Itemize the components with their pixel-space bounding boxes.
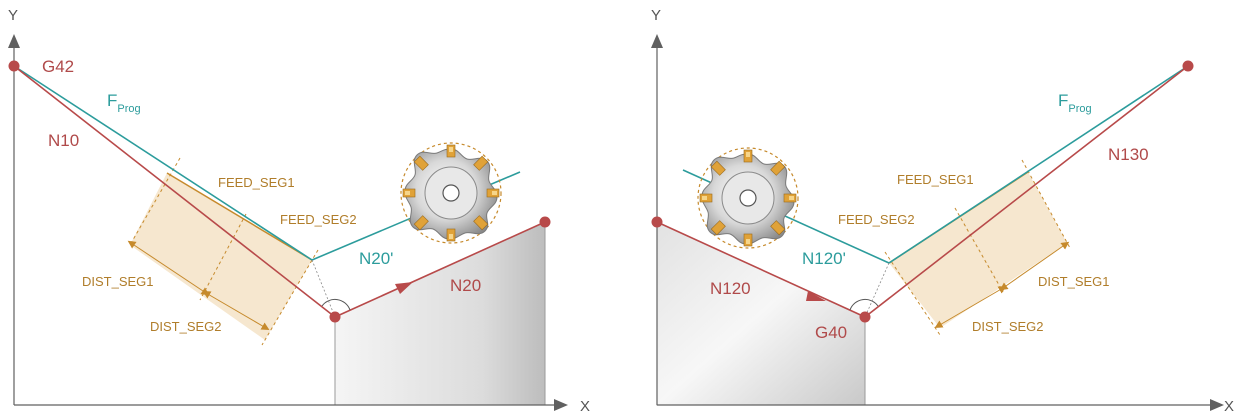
left-dist-seg1-arrow — [127, 240, 210, 296]
left-start-point — [8, 60, 20, 72]
left-x-axis-label: X — [580, 398, 590, 415]
right-feed-seg-region — [889, 172, 1067, 328]
right-start-point — [651, 216, 663, 228]
left-block-in-label: N10 — [48, 131, 79, 150]
left-cutter-icon — [400, 142, 502, 244]
right-x-axis-label: X — [1224, 398, 1234, 415]
left-dist-seg2-arrow — [202, 290, 270, 331]
left-feed-seg1-label: FEED_SEG1 — [218, 175, 295, 190]
left-dist-seg2-label: DIST_SEG2 — [150, 319, 222, 334]
right-panel: Y X G40 N120 N130 N120' FProg FEED_ — [651, 7, 1234, 415]
right-end-point — [1182, 60, 1194, 72]
right-feed-seg1-label: FEED_SEG1 — [897, 172, 974, 187]
left-feed-seg2-label: FEED_SEG2 — [280, 212, 357, 227]
right-feed-seg2-label: FEED_SEG2 — [838, 212, 915, 227]
right-dist-seg1-label: DIST_SEG1 — [1038, 274, 1110, 289]
left-x-arrow-icon — [554, 399, 568, 411]
right-compensation-label: G40 — [815, 323, 847, 342]
right-y-arrow-icon — [651, 34, 663, 48]
left-feed-label: FProg — [107, 91, 141, 115]
left-corner-point — [329, 311, 341, 323]
left-compensation-label: G42 — [42, 57, 74, 76]
right-cutter-icon — [697, 147, 799, 249]
right-dist-seg2-label: DIST_SEG2 — [972, 319, 1044, 334]
right-y-axis-label: Y — [651, 7, 661, 24]
left-y-arrow-icon — [8, 34, 20, 48]
right-dist-seg1-arrow — [999, 241, 1070, 291]
left-panel: Y X G42 N10 N20 N20' FProg FEED_SEG — [8, 7, 590, 415]
right-x-arrow-icon — [1210, 399, 1224, 411]
left-direction-arrow-icon — [395, 282, 413, 294]
left-end-point — [539, 216, 551, 228]
left-offset-block-label: N20' — [359, 249, 393, 268]
right-direction-arrow-icon — [806, 291, 826, 301]
left-dist-seg1-label: DIST_SEG1 — [82, 274, 154, 289]
right-feed-label: FProg — [1058, 91, 1092, 115]
right-block-in-label: N120 — [710, 279, 751, 298]
left-block-out-label: N20 — [450, 276, 481, 295]
right-block-out-label: N130 — [1108, 145, 1149, 164]
right-offset-block-label: N120' — [802, 249, 846, 268]
right-dist-seg2-arrow — [934, 285, 1007, 329]
right-corner-point — [859, 311, 871, 323]
left-y-axis-label: Y — [8, 7, 18, 24]
left-feed-seg-region — [130, 173, 312, 340]
